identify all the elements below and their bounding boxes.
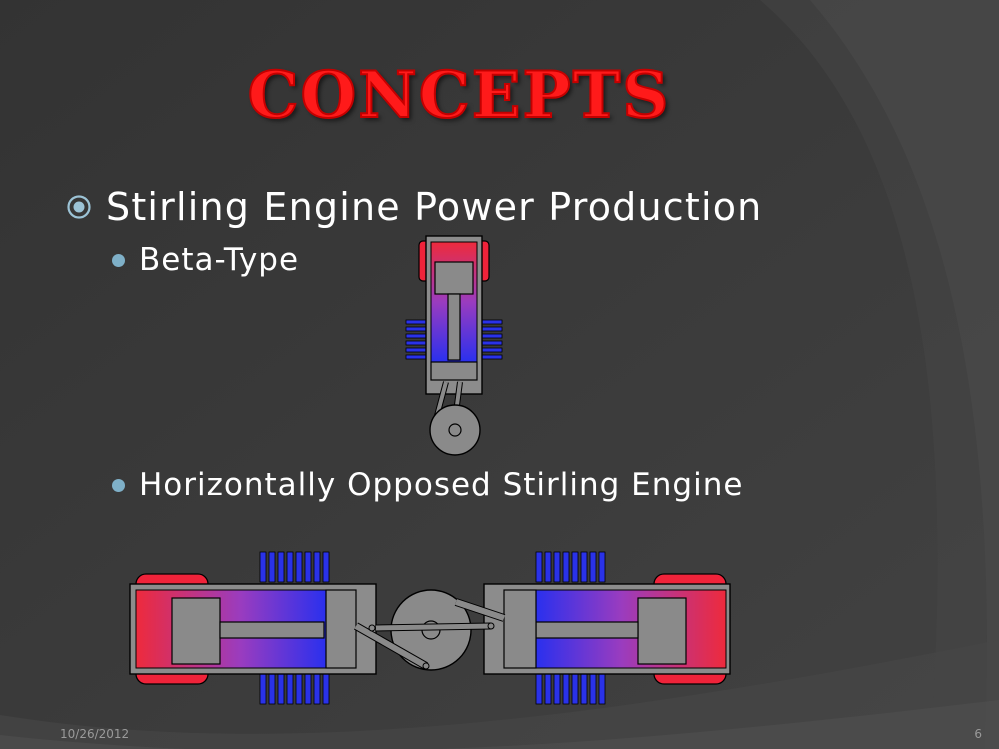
subbullet-text: Beta-Type [139,242,300,278]
flywheel [354,589,506,671]
left-cylinder [129,551,377,705]
subbullet-beta-type: Beta-Type [112,240,299,280]
subbullet-text: Horizontally Opposed Stirling Engine [139,467,744,503]
subbullet-horizontally-opposed: Horizontally Opposed Stirling Engine [112,465,743,505]
bullet-stirling-engine: Stirling Engine Power Production [66,182,762,232]
circled-dot-icon [67,195,91,219]
slide-title: CONCEPTS [247,57,671,134]
bullet-text: Stirling Engine Power Production [106,185,763,229]
beta-stirling-engine-diagram [405,235,503,456]
footer-date: 10/26/2012 [60,727,130,741]
filled-dot-icon [112,253,125,267]
horizontally-opposed-stirling-engine-diagram [129,551,731,705]
right-cylinder [483,551,731,705]
filled-dot-icon [112,478,125,492]
slide-number: 6 [974,727,982,741]
